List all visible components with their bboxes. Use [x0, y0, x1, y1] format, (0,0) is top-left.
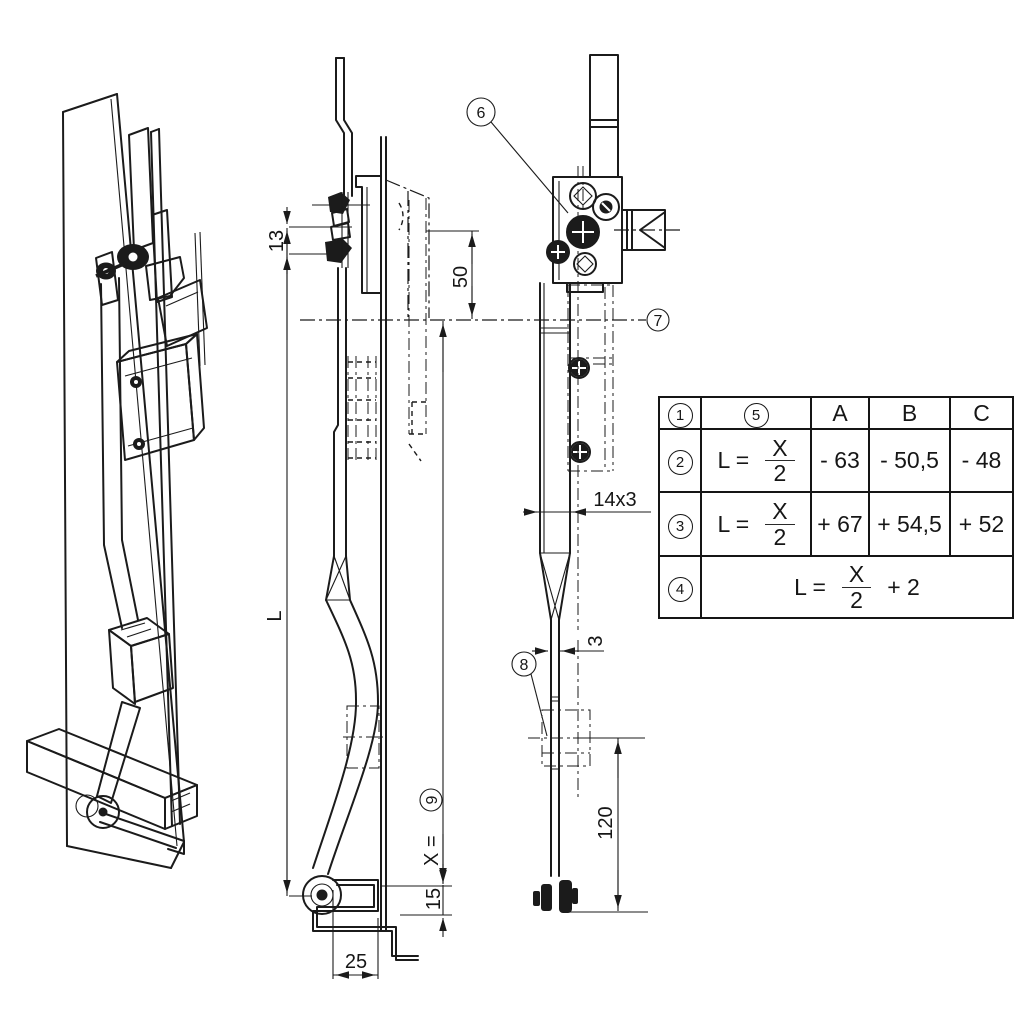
dim-14x3-label: 14x3	[593, 489, 636, 511]
row3-formula: L = X 2	[700, 491, 812, 557]
hidden-case-stack	[347, 198, 427, 462]
ref-5-badge: 5	[743, 402, 769, 428]
table-row-2: 2 L = X 2 - 63 - 50,5 - 48	[658, 428, 1014, 493]
door-panel	[62, 93, 206, 869]
row2-lhs: L =	[717, 447, 750, 473]
callout-7-circle	[646, 308, 670, 332]
front-top-bar	[589, 54, 619, 178]
side-view	[302, 57, 430, 961]
dimension-14x3: 14x3	[523, 489, 651, 516]
header-col-b: B	[868, 396, 951, 430]
adjustment-table: 1 5 A B C 2 L = X 2 - 63 - 50,5 - 48 3	[658, 396, 1014, 619]
row4-ref: 4	[658, 555, 702, 619]
dim-15-label: 15	[423, 888, 445, 910]
row4-lhs: L =	[794, 573, 826, 600]
door-leaf	[380, 136, 387, 931]
callout-7: 7	[654, 313, 663, 330]
locking-bar-top	[128, 127, 154, 251]
callout-8-circle	[511, 651, 537, 677]
callout-8: 8	[520, 657, 529, 674]
callout-6-circle	[466, 97, 496, 127]
row2-value-b: - 50,5	[868, 428, 951, 493]
row2-value-a: - 63	[810, 428, 870, 493]
dim-L-label: L	[264, 610, 286, 621]
dim-50-label: 50	[450, 266, 472, 288]
dimension-X: X = 9	[419, 321, 447, 884]
row3-value-a: + 67	[810, 491, 870, 557]
row3-fraction: X 2	[765, 499, 795, 549]
header-part-col: 5	[700, 396, 812, 430]
front-view	[528, 54, 680, 913]
table-header-row: 1 5 A B C	[658, 396, 1014, 430]
callout-6: 6	[477, 105, 486, 122]
ref-3-badge: 3	[667, 513, 693, 539]
row3-ref: 3	[658, 491, 702, 557]
keeper-block	[355, 175, 382, 294]
header-ref-col: 1	[658, 396, 702, 430]
row3-value-b: + 54,5	[868, 491, 951, 557]
callout-9-circle	[419, 788, 443, 812]
row2-value-c: - 48	[949, 428, 1014, 493]
rod-clamp	[312, 192, 370, 268]
table-row-3: 3 L = X 2 + 67 + 54,5 + 52	[658, 491, 1014, 557]
hidden-guide-bracket-front	[528, 640, 612, 798]
header-col-c: C	[949, 396, 1014, 430]
callout-9: 9	[424, 795, 441, 804]
ref-4-badge: 4	[667, 576, 693, 602]
row2-ref: 2	[658, 428, 702, 493]
hidden-guide-bracket-side	[343, 705, 383, 769]
row4-suffix: + 2	[887, 573, 920, 600]
ref-2-badge: 2	[667, 450, 693, 475]
link-arm	[75, 701, 141, 829]
ref-1-badge: 1	[667, 402, 693, 428]
dim-13-label: 13	[266, 230, 288, 252]
row4-formula: L = X 2 + 2	[700, 555, 1014, 619]
locking-rod	[333, 57, 353, 557]
rod-arm	[312, 555, 379, 875]
table-row-4: 4 L = X 2 + 2	[658, 555, 1014, 619]
flat-bar	[539, 282, 571, 877]
bottom-s-bracket	[312, 879, 419, 961]
drive-shaft	[614, 209, 680, 251]
dimension-3: 3	[532, 635, 607, 655]
dim-25-label: 25	[345, 951, 367, 973]
bottom-rail	[26, 728, 198, 855]
roller-wheel	[302, 875, 342, 915]
header-col-a: A	[810, 396, 870, 430]
cam-plate	[145, 256, 208, 347]
dim-3-label: 3	[585, 635, 607, 646]
dimension-25: 25	[332, 890, 379, 979]
lock-housing	[116, 333, 205, 461]
callout-6-group: 6	[466, 97, 569, 214]
row2-formula: L = X 2	[700, 428, 812, 493]
dim-X-label: X =	[421, 835, 443, 866]
dimension-50: 50	[426, 230, 479, 319]
wing-nuts	[95, 244, 149, 306]
front-bottom-roller	[533, 880, 648, 913]
callout-7-group: 7	[646, 308, 670, 332]
dimension-L: L	[264, 228, 312, 897]
dim-120-label: 120	[595, 806, 617, 839]
row2-fraction: X 2	[765, 436, 795, 485]
dimension-120: 120	[573, 737, 645, 911]
isometric-view	[26, 93, 208, 869]
clamp-bracket	[151, 209, 173, 303]
hidden-case-front	[567, 166, 614, 630]
row3-lhs: L =	[717, 510, 750, 537]
callout-8-group: 8	[511, 651, 548, 737]
lock-screws	[546, 182, 620, 276]
row4-fraction: X 2	[841, 562, 872, 612]
row3-value-c: + 52	[949, 491, 1014, 557]
coupler-block	[108, 617, 174, 705]
lower-strap	[100, 277, 139, 629]
hidden-lock-body	[385, 179, 430, 318]
dimension-15: 15	[382, 864, 452, 937]
